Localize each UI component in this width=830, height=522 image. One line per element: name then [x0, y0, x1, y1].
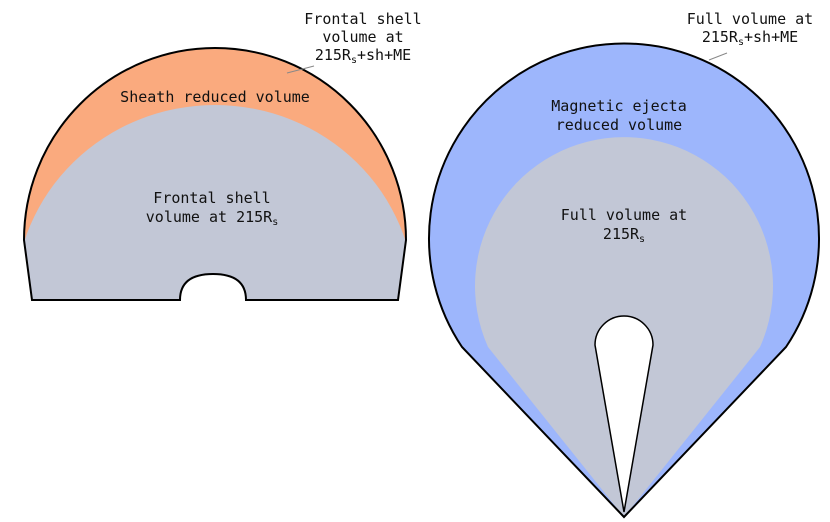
core-label-line2: 215Rs [603, 225, 645, 245]
callout-leader-line [286, 65, 315, 74]
callout-label-line2: volume at [322, 28, 403, 46]
core-label-line1: Frontal shell [153, 189, 270, 207]
ejecta-label-line2: reduced volume [556, 116, 682, 134]
callout-leader-line [708, 52, 728, 61]
full-volume-outline [428, 42, 820, 519]
frontal-shell-core-region [24, 105, 406, 300]
central-cutout [594, 315, 654, 513]
callout-label-line3: 215Rs+sh+ME [315, 46, 411, 66]
left-shell-diagram: Frontal shell volume at 215Rs+sh+ME Shea… [22, 10, 422, 301]
ejecta-label-line1: Magnetic ejecta [551, 97, 686, 115]
callout-label-line1: Frontal shell [304, 10, 421, 28]
core-label-line1: Full volume at [561, 206, 687, 224]
callout-label-line2: 215Rs+sh+ME [702, 28, 798, 48]
central-cutout [180, 274, 246, 301]
frontal-shell-outline [22, 47, 408, 301]
core-label-line2: volume at 215Rs [146, 208, 278, 228]
sheath-label: Sheath reduced volume [120, 88, 310, 106]
callout-label-line1: Full volume at [687, 10, 813, 28]
right-full-volume-diagram: Full volume at 215Rs+sh+ME Magnetic ejec… [428, 10, 820, 519]
